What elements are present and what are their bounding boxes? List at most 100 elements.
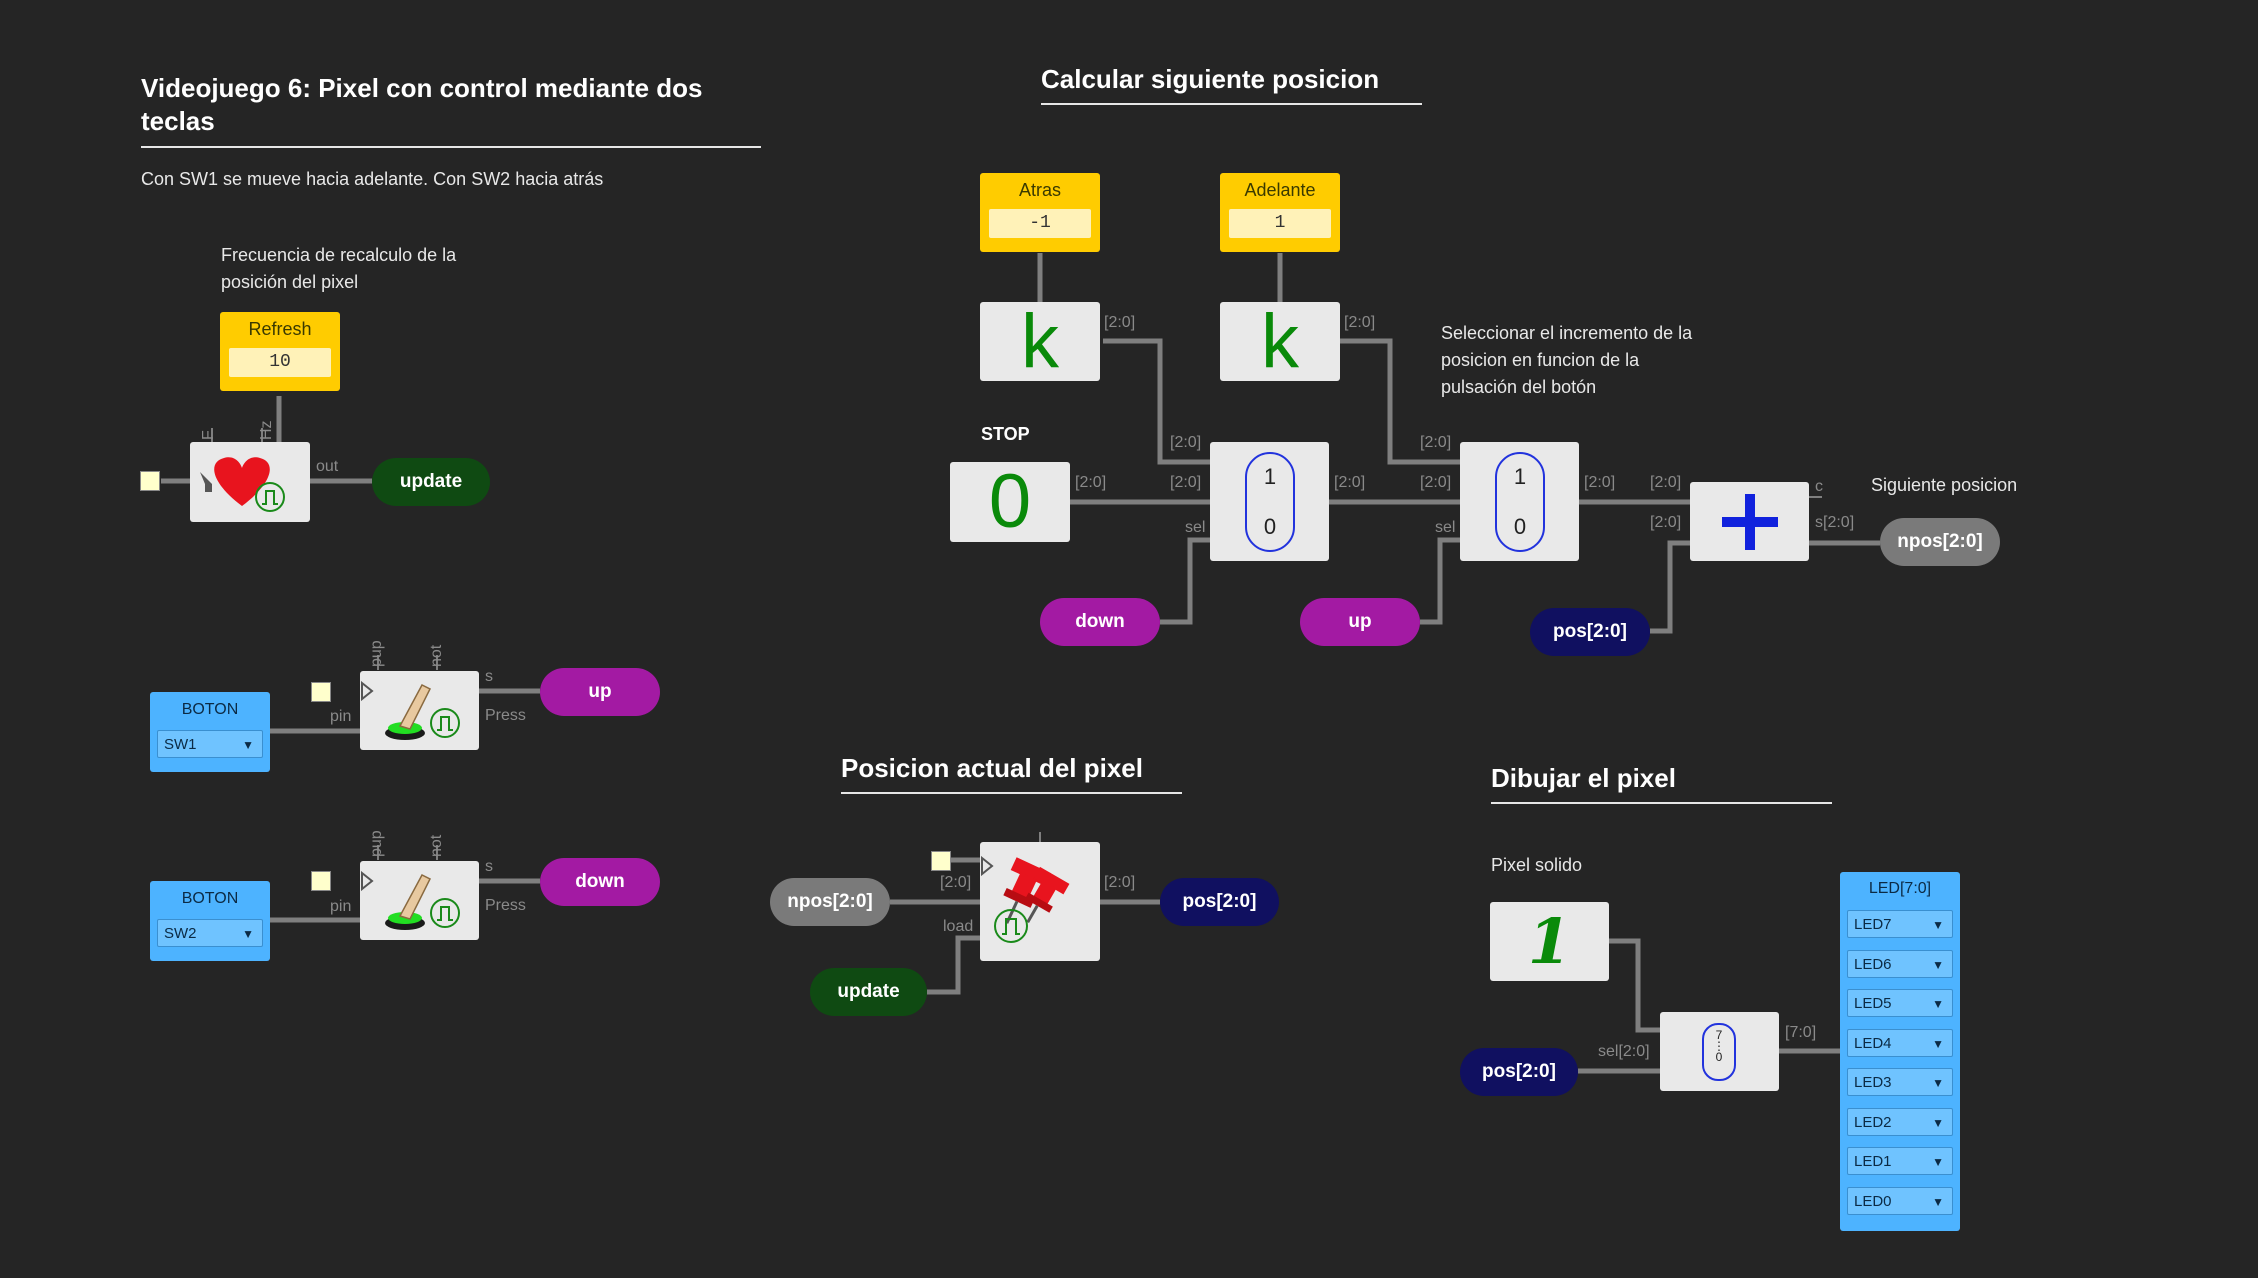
adelante-value[interactable]: 1: [1229, 209, 1331, 238]
wire-up-sel: [1420, 537, 1460, 625]
k1-bus-label: [2:0]: [1104, 314, 1136, 331]
led1-select[interactable]: LED1▼: [1847, 1147, 1953, 1175]
adder-s-label: s[2:0]: [1815, 514, 1855, 531]
mux2-sel-label: sel: [1435, 519, 1456, 536]
calc-pos-tag[interactable]: pos[2:0]: [1530, 608, 1650, 656]
stop-bus-label: [2:0]: [1075, 474, 1107, 491]
refresh-param[interactable]: Refresh 10: [220, 312, 340, 391]
atras-value[interactable]: -1: [989, 209, 1091, 238]
led-block-title: LED[7:0]: [1868, 880, 1932, 897]
led4-select[interactable]: LED4 ▼: [1847, 1029, 1953, 1057]
register-block[interactable]: [980, 842, 1100, 961]
reg-clock-port[interactable]: [931, 851, 951, 871]
refresh-param-value[interactable]: 10: [229, 348, 331, 377]
wire-pos-adder: [1650, 540, 1690, 634]
demux-block[interactable]: 7 ⋮ 0: [1660, 1012, 1779, 1091]
led1-value: LED1: [1854, 1153, 1892, 1170]
btn2-press-label: Press: [485, 897, 526, 914]
refresh-comment: Frecuencia de recalculo de la posición d…: [221, 245, 457, 292]
wire-one-demux: [1609, 938, 1660, 1033]
reg-load-label: load: [943, 918, 974, 935]
led7-select[interactable]: LED7 ▼: [1847, 910, 1953, 938]
draw-rule: [1491, 802, 1832, 804]
calc-comment: Seleccionar el incremento de la posicion…: [1441, 323, 1693, 397]
boton-sw2[interactable]: BOTON SW2▼: [150, 881, 270, 961]
pos-rule: [841, 792, 1182, 794]
constant-k-adelante[interactable]: k: [1220, 302, 1340, 381]
led3-select[interactable]: LED3▼: [1847, 1068, 1953, 1096]
constant-k-atras[interactable]: k: [980, 302, 1100, 381]
page-title: Videojuego 6: Pixel con control mediante…: [141, 73, 703, 136]
adder-in-b-bus: [2:0]: [1650, 514, 1682, 531]
boton-sw1-value: SW1: [164, 736, 197, 753]
btn2-not-label: not: [428, 834, 445, 857]
chevron-down-icon: ▼: [1932, 1037, 1944, 1051]
stop-label: STOP: [981, 424, 1030, 444]
chevron-down-icon: ▼: [1932, 1195, 1944, 1209]
led4-value: LED4: [1854, 1035, 1892, 1052]
heart-port-f: F: [200, 430, 217, 440]
calc-up-tag[interactable]: up: [1300, 598, 1420, 646]
pos-update-tag[interactable]: update: [810, 968, 927, 1016]
k2-bus-label: [2:0]: [1344, 314, 1376, 331]
atras-param[interactable]: Atras -1: [980, 173, 1100, 252]
chevron-down-icon: ▼: [242, 738, 254, 752]
led7-value: LED7: [1854, 916, 1892, 933]
chevron-down-icon: ▼: [1932, 997, 1944, 1011]
chevron-down-icon: ▼: [1932, 1076, 1944, 1090]
up-tag[interactable]: up: [540, 668, 660, 716]
constant-one[interactable]: 1: [1490, 902, 1609, 981]
led2-select[interactable]: LED2▼: [1847, 1108, 1953, 1136]
draw-pos-tag[interactable]: pos[2:0]: [1460, 1048, 1578, 1096]
btn1-pin-label: pin: [330, 708, 352, 725]
chevron-down-icon: ▼: [242, 927, 254, 941]
button-block-2[interactable]: [360, 861, 479, 940]
mux-2[interactable]: 1 0: [1460, 442, 1579, 561]
adelante-param[interactable]: Adelante 1: [1220, 173, 1340, 252]
pos-npos-tag[interactable]: npos[2:0]: [770, 878, 890, 926]
mux2-in0-bus: [2:0]: [1420, 474, 1452, 491]
update-tag[interactable]: update: [372, 458, 490, 506]
calc-down-tag[interactable]: down: [1040, 598, 1160, 646]
chevron-down-icon: ▼: [1932, 958, 1944, 972]
heartbeat-block[interactable]: [190, 442, 310, 522]
boton-sw1-title: BOTON: [181, 701, 239, 718]
btn1-clock-port[interactable]: [311, 682, 331, 702]
wire-update-load: [927, 935, 980, 995]
demux-top: 7: [1715, 1028, 1723, 1042]
stop-zero-symbol: 0: [988, 459, 1032, 544]
boton-sw1-select[interactable]: SW1 ▼: [157, 730, 263, 758]
boton-sw1[interactable]: BOTON SW1 ▼: [150, 692, 270, 772]
adder-in-a-bus: [2:0]: [1650, 474, 1682, 491]
mux-2-symbol: 1 0: [1495, 452, 1545, 552]
constant-stop[interactable]: 0: [950, 462, 1070, 542]
mux-2-one: 1: [1513, 464, 1527, 489]
clock-input-port[interactable]: [140, 471, 160, 491]
chevron-down-icon: ▼: [1932, 918, 1944, 932]
btn1-not-label: not: [428, 644, 445, 667]
button-block-1[interactable]: [360, 671, 479, 750]
led0-select[interactable]: LED0 ▼: [1847, 1187, 1953, 1215]
mux1-in1-bus: [2:0]: [1170, 434, 1202, 451]
led-output-block[interactable]: LED[7:0] LED7 ▼ LED6 ▼ LED5 ▼ LED4 ▼ LED3▼ L…: [1840, 872, 1960, 1231]
mux-1[interactable]: 1 0: [1210, 442, 1329, 561]
led0-value: LED0: [1854, 1193, 1892, 1210]
down-tag[interactable]: down: [540, 858, 660, 906]
mux1-in0-bus: [2:0]: [1170, 474, 1202, 491]
calc-npos-tag[interactable]: npos[2:0]: [1880, 518, 2000, 566]
led6-select[interactable]: LED6 ▼: [1847, 950, 1953, 978]
pushbutton-icon: [361, 870, 460, 930]
led2-value: LED2: [1854, 1114, 1892, 1131]
pos-pos-tag[interactable]: pos[2:0]: [1160, 878, 1279, 926]
led6-value: LED6: [1854, 956, 1892, 973]
btn2-pup-label: pup: [368, 830, 385, 857]
draw-title: Dibujar el pixel: [1491, 763, 1676, 793]
boton-sw2-title: BOTON: [181, 890, 239, 907]
boton-sw2-select[interactable]: SW2▼: [157, 919, 263, 947]
led5-select[interactable]: LED5 ▼: [1847, 989, 1953, 1017]
adder-block[interactable]: [1690, 482, 1809, 561]
mux-1-zero: 0: [1263, 514, 1277, 539]
led5-value: LED5: [1854, 995, 1892, 1012]
plus-icon: [1722, 494, 1778, 550]
btn2-clock-port[interactable]: [311, 871, 331, 891]
